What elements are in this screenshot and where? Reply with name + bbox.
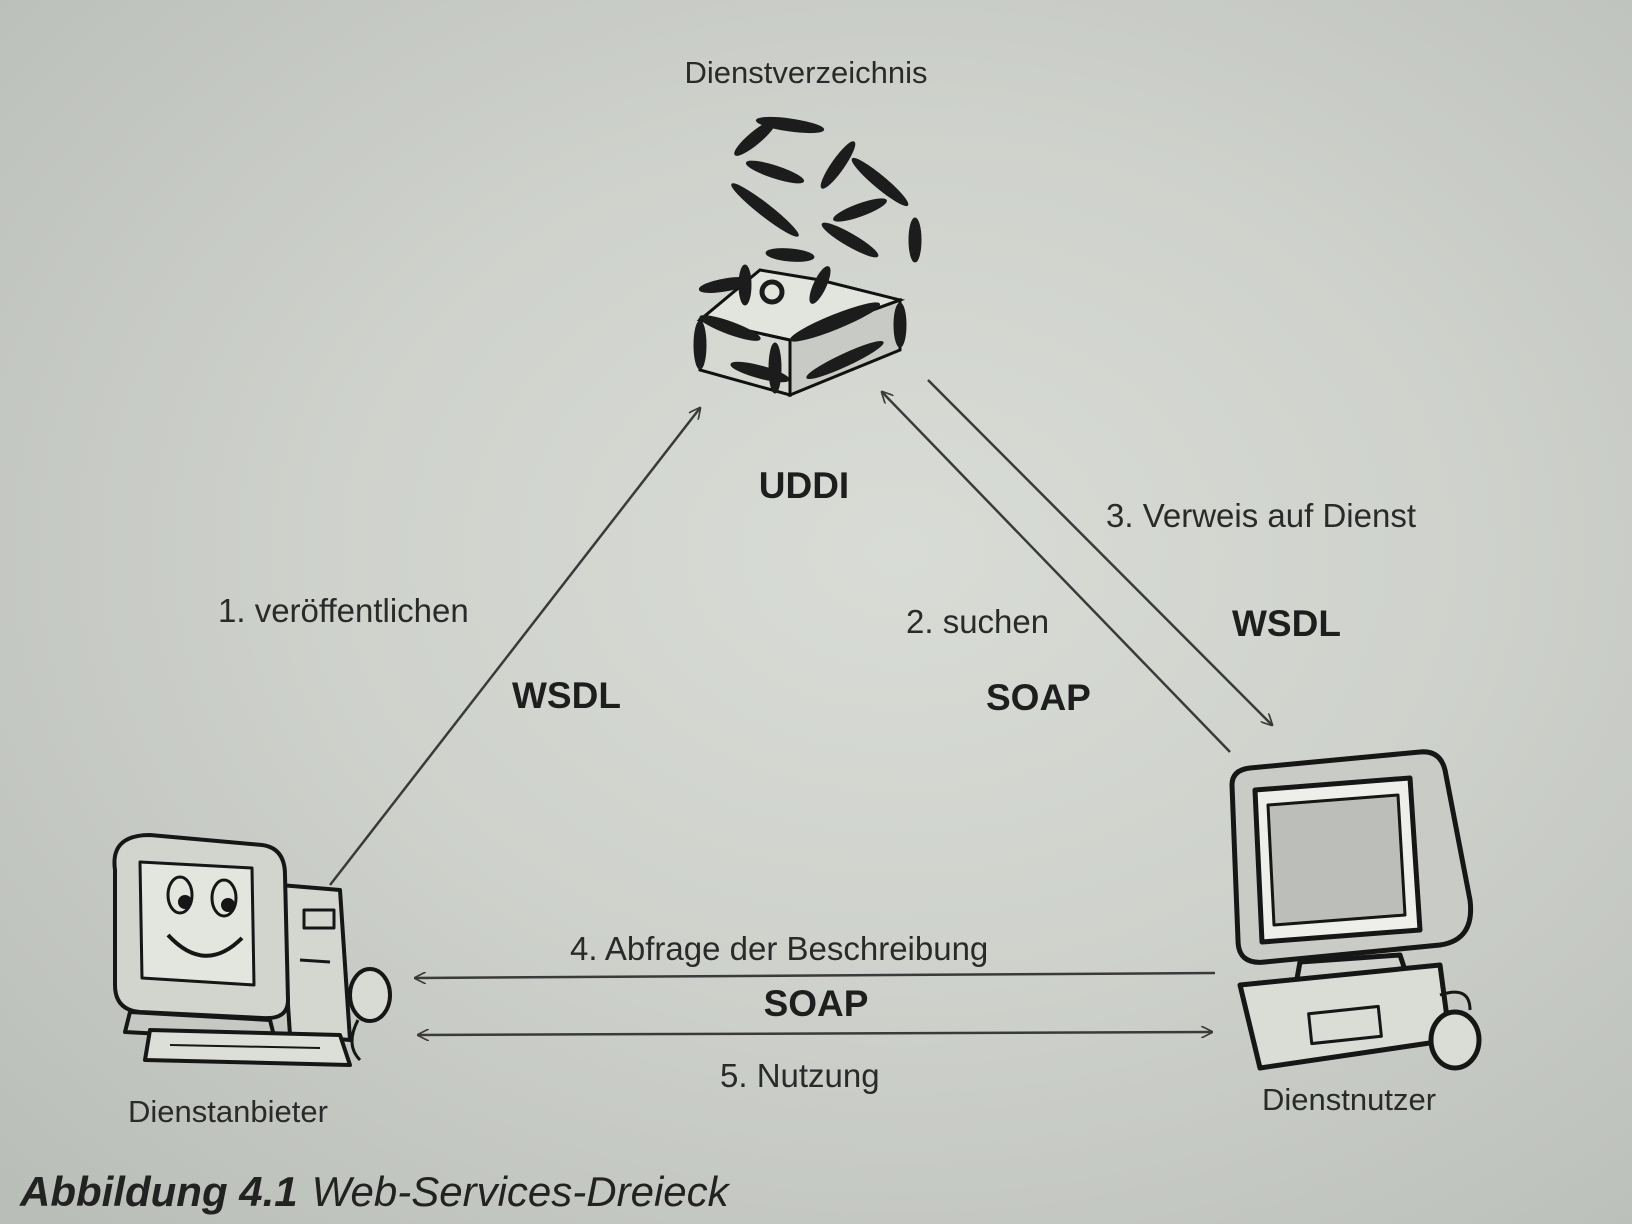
provider-label: Dienstanbieter <box>128 1094 328 1129</box>
registry-label: Dienstverzeichnis <box>685 55 928 90</box>
bottom-protocol-label: SOAP <box>764 983 869 1024</box>
search-label: 2. suchen <box>906 603 1049 640</box>
search-arrow <box>882 392 1231 753</box>
usage-label: 5. Nutzung <box>720 1057 880 1094</box>
publish-arrow <box>329 408 700 886</box>
query-arrow <box>415 971 1216 978</box>
usage-arrow <box>418 1032 1212 1035</box>
query-label: 4. Abfrage der Beschreibung <box>570 930 988 967</box>
consumer-computer-icon <box>1229 749 1482 1071</box>
registry-box-icon <box>693 116 922 398</box>
publish-protocol-label: WSDL <box>512 675 621 716</box>
uddi-label: UDDI <box>759 465 849 506</box>
caption-number: Abbildung 4.1 <box>20 1168 298 1215</box>
caption-title: Web-Services-Dreieck <box>311 1168 729 1215</box>
figure-caption: Abbildung 4.1 Web-Services-Dreieck <box>20 1168 729 1216</box>
provider-computer-icon <box>112 833 392 1067</box>
reference-arrow <box>927 379 1272 725</box>
consumer-label: Dienstnutzer <box>1262 1082 1436 1117</box>
reference-protocol-label: WSDL <box>1232 603 1341 644</box>
publish-label: 1. veröffentlichen <box>218 592 469 629</box>
search-protocol-label: SOAP <box>986 677 1091 718</box>
reference-label: 3. Verweis auf Dienst <box>1106 497 1416 534</box>
